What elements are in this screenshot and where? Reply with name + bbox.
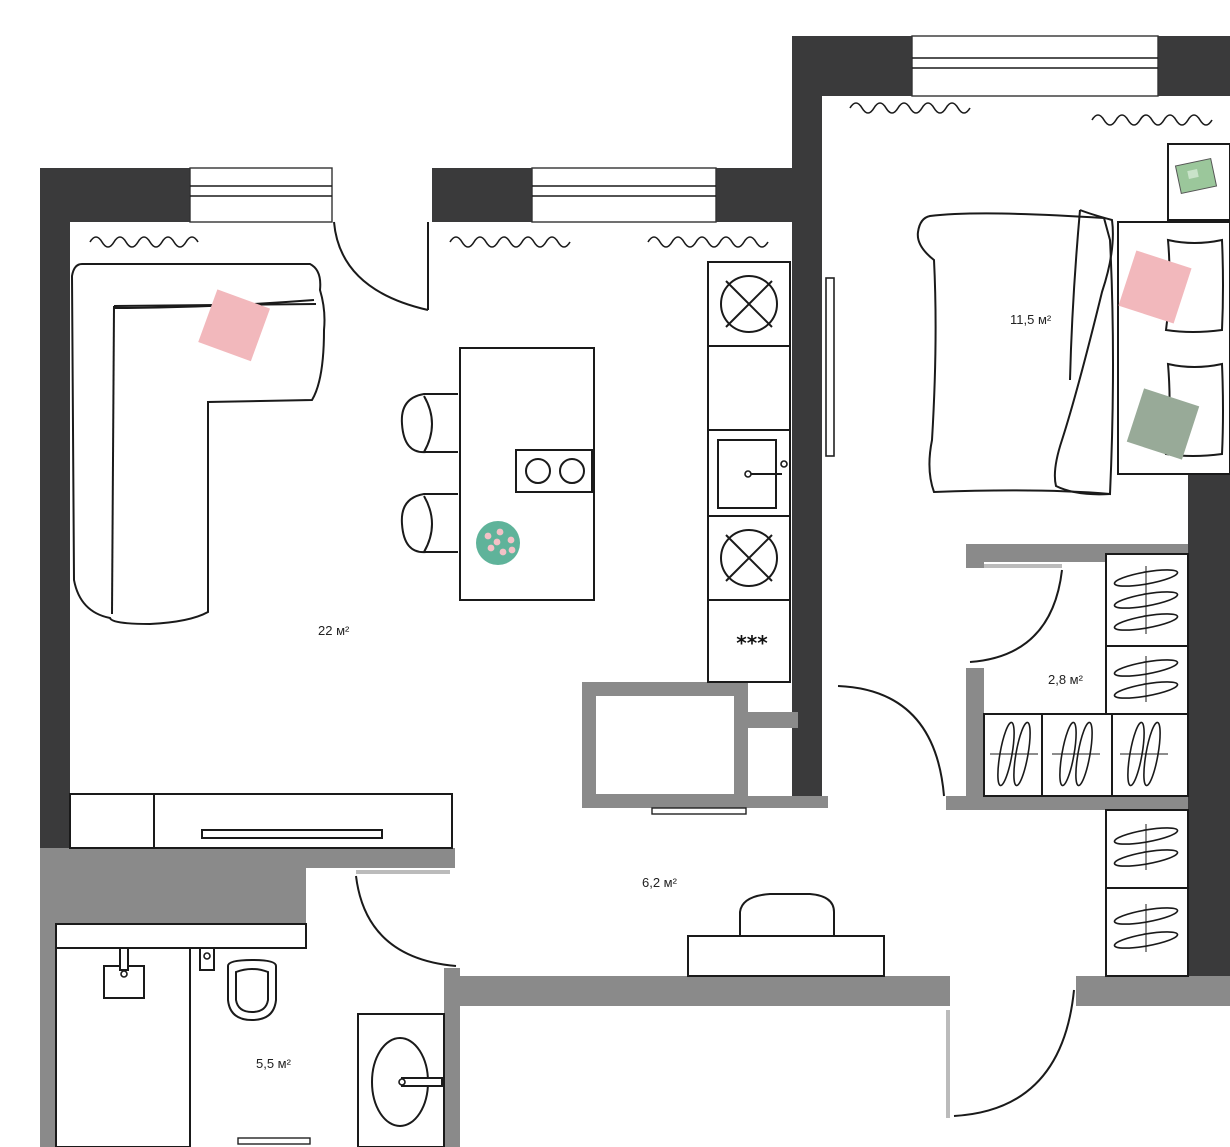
toilet xyxy=(199,947,277,1022)
curtain xyxy=(449,236,571,248)
duvet-fold-line xyxy=(1069,209,1081,381)
windows xyxy=(189,35,1159,223)
pillow-pink xyxy=(198,289,271,362)
area-label-living-kitchen: 22 м² xyxy=(318,623,350,638)
hob-burner xyxy=(559,458,585,484)
bath-shelf xyxy=(55,923,307,949)
wardrobe-upper xyxy=(1105,553,1189,715)
wall-inner-vertical xyxy=(792,36,822,796)
hanger xyxy=(990,721,1168,787)
duvet xyxy=(916,212,1114,496)
curtain xyxy=(89,236,199,248)
bath-door-threshold xyxy=(237,1137,311,1145)
tv-unit xyxy=(69,793,453,849)
wardrobe-hall xyxy=(1105,809,1189,977)
wall-right xyxy=(1188,475,1230,980)
hall-bench xyxy=(687,893,885,977)
kitchen-island xyxy=(459,347,595,601)
wall-top-middle-a xyxy=(432,168,532,222)
wall-left xyxy=(40,168,70,848)
bed xyxy=(916,209,1230,496)
window-bedroom xyxy=(911,35,1159,97)
pillow-pink xyxy=(1118,250,1192,324)
island-hob xyxy=(515,449,593,493)
wall-bath-right xyxy=(444,968,460,1147)
hanger xyxy=(1113,566,1179,952)
kitchen-units: *** xyxy=(707,261,791,683)
sliding-door xyxy=(825,277,835,457)
curtain xyxy=(647,236,769,248)
wardrobe xyxy=(983,553,1189,977)
doors xyxy=(237,221,1075,1145)
hob-burner xyxy=(525,458,551,484)
area-label-wardrobe: 2,8 м² xyxy=(1048,672,1084,687)
door-swing xyxy=(969,569,1063,663)
area-label-hallway: 6,2 м² xyxy=(642,875,678,890)
corner-sofa xyxy=(70,263,326,626)
wall-hall-bottom xyxy=(444,976,940,1006)
wall-top-right-b xyxy=(1158,36,1230,96)
wall-door-jamb xyxy=(940,976,950,1006)
door-swing xyxy=(333,221,429,311)
door-swing xyxy=(953,989,1075,1117)
appliance-hob xyxy=(720,529,778,587)
bar-stool xyxy=(400,493,458,554)
door-swing xyxy=(355,875,457,967)
curtain xyxy=(849,102,971,114)
wardrobe-lower xyxy=(983,713,1189,797)
bar-stool xyxy=(400,393,458,454)
nightstand xyxy=(1167,143,1230,221)
kitchen-sink xyxy=(717,439,788,509)
duvet-fold xyxy=(1053,209,1114,496)
area-label-bedroom: 11,5 м² xyxy=(1010,312,1052,327)
appliance-hob xyxy=(720,275,778,333)
stove-symbol: *** xyxy=(736,631,768,655)
window-kitchen xyxy=(531,167,717,223)
area-labels: 22 м² 11,5 м² 2,8 м² 6,2 м² 5,5 м² xyxy=(256,312,1084,1071)
curtains xyxy=(89,102,1213,248)
bathroom-fixtures xyxy=(55,923,445,1147)
curtain xyxy=(1091,114,1213,126)
wall-bath-left xyxy=(40,848,56,1147)
wall-wardrobe-bottom xyxy=(946,796,1188,810)
shaft-inner xyxy=(596,696,734,794)
wall-wardrobe-left xyxy=(966,668,984,808)
wall-bath-block xyxy=(40,848,306,924)
washbasin xyxy=(357,1013,445,1147)
fruit xyxy=(484,528,516,556)
wall-wardrobe-top-stub xyxy=(966,544,984,568)
wall-hall-bottom-right xyxy=(1076,976,1230,1006)
wall-shaft-bottom xyxy=(582,796,828,808)
hatch xyxy=(651,807,747,815)
wall-shaft-notch xyxy=(748,712,798,728)
door-swing xyxy=(837,685,945,797)
window-living xyxy=(189,167,333,223)
pillow-green xyxy=(1126,388,1200,460)
area-label-bathroom: 5,5 м² xyxy=(256,1056,292,1071)
exterior-walls xyxy=(40,36,1230,980)
